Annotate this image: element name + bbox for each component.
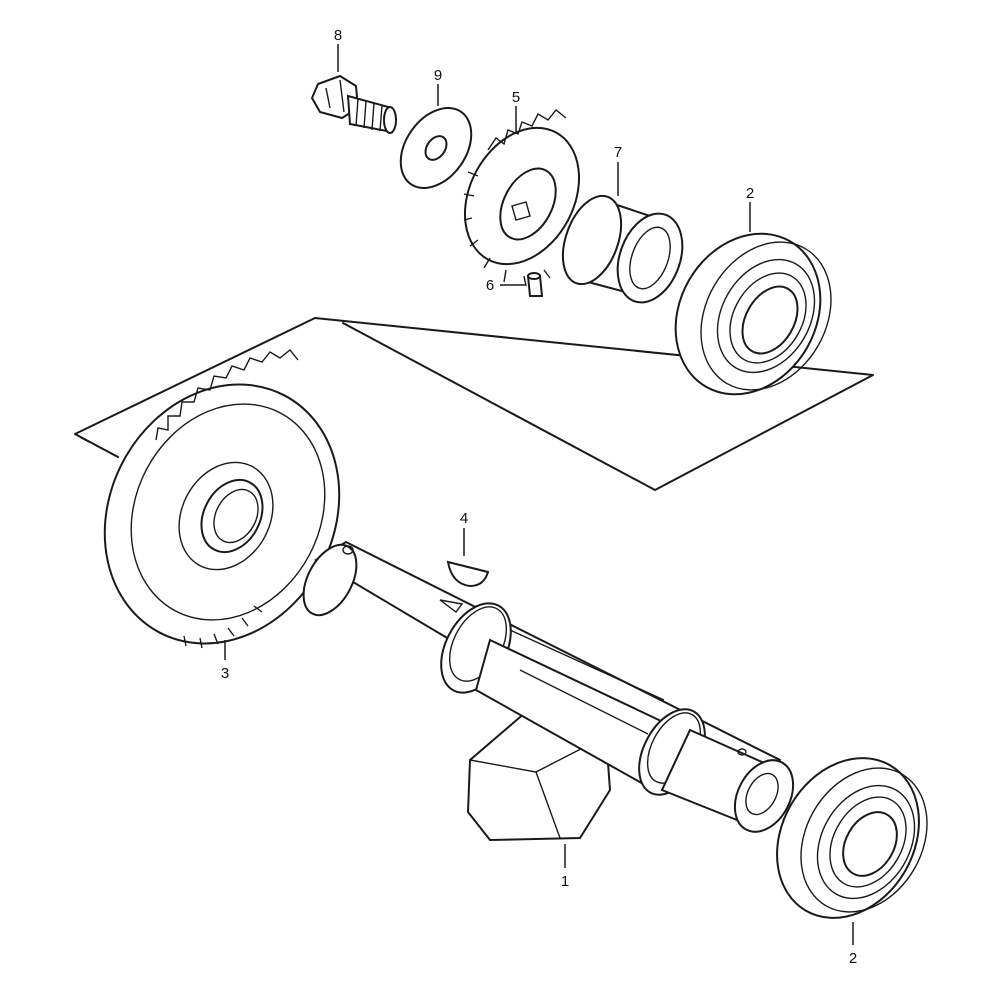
part-9-washer	[399, 107, 473, 189]
callout-3: 3	[221, 665, 229, 682]
part-5-small-gear	[463, 109, 581, 287]
callout-5: 5	[512, 89, 520, 106]
callout-2-top: 2	[746, 185, 754, 202]
part-4-key	[446, 528, 490, 588]
part-8-bolt	[310, 74, 397, 134]
part-2-bearing-bottom	[776, 757, 928, 945]
subassembly-frame	[74, 317, 874, 491]
part-1-balancer-shaft	[302, 540, 795, 868]
callout-4: 4	[460, 510, 468, 527]
callout-8: 8	[334, 27, 342, 44]
callout-7: 7	[614, 144, 622, 161]
callout-1: 1	[561, 873, 569, 890]
part-2-bearing-top	[674, 202, 832, 396]
callout-9: 9	[434, 67, 442, 84]
callout-6: 6	[486, 277, 494, 294]
callout-2-bottom: 2	[849, 950, 857, 967]
part-7-sleeve	[561, 162, 684, 304]
part-6-pin	[500, 272, 544, 297]
part-3-large-gear	[103, 349, 341, 660]
